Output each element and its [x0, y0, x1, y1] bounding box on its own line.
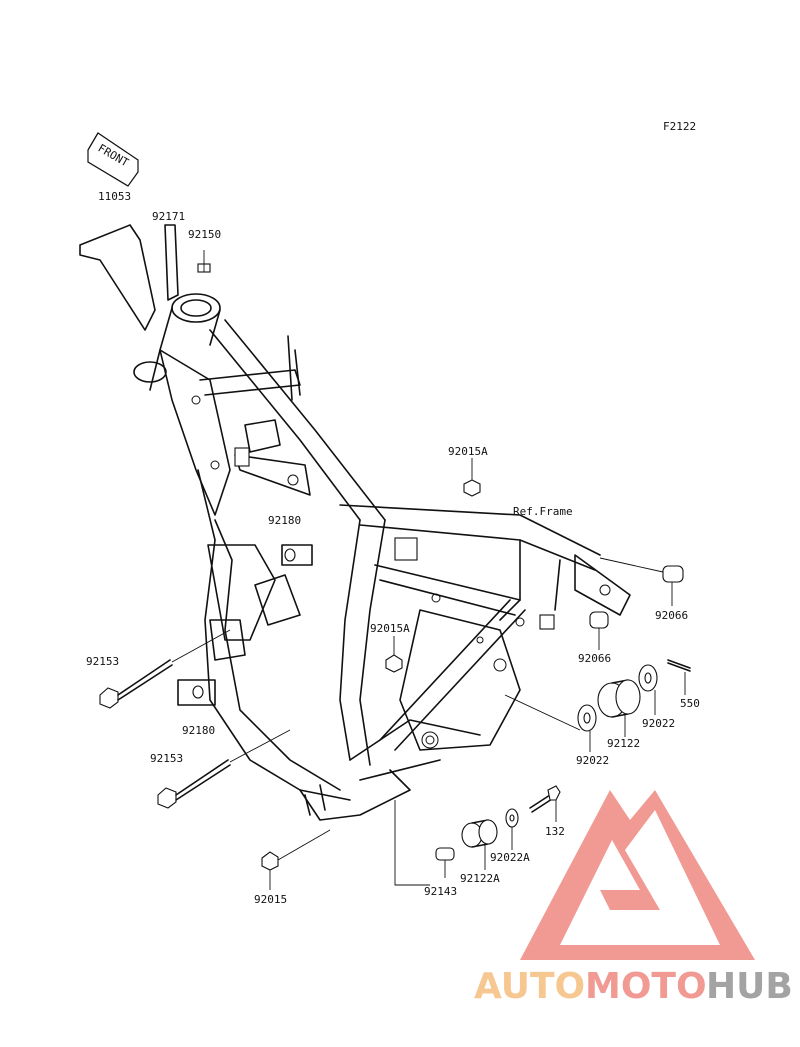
label-92015: 92015 [254, 893, 287, 906]
label-92150: 92150 [188, 228, 221, 241]
label-92066-b: 92066 [578, 652, 611, 665]
front-arrow-icon: FRONT [87, 132, 139, 187]
washer-92022-right [638, 664, 658, 715]
bracket-11053 [79, 224, 156, 331]
label-92015A-top: 92015A [448, 445, 488, 458]
ref-frame-label: Ref.Frame [513, 505, 573, 518]
label-92015A-mid: 92015A [370, 622, 410, 635]
washer-92022A [505, 808, 519, 850]
label-92180-top: 92180 [268, 514, 301, 527]
label-92180-bot: 92180 [182, 724, 215, 737]
bolt-132 [529, 785, 561, 822]
washer-92022-left [504, 694, 597, 752]
nut-92015A-top [463, 458, 481, 497]
collar-92122 [597, 679, 641, 737]
nut-92015 [261, 829, 331, 890]
plate-92180-bot [177, 679, 216, 706]
label-11053: 11053 [98, 190, 131, 203]
bolt-92153-top [99, 629, 231, 709]
strap-92171 [164, 224, 179, 301]
label-92171: 92171 [152, 210, 185, 223]
label-92122A: 92122A [460, 872, 500, 885]
watermark-auto: AUTO [474, 966, 585, 1007]
label-92153-top: 92153 [86, 655, 119, 668]
figure-code: F2122 [663, 120, 696, 133]
label-132: 132 [545, 825, 565, 838]
collar-92122A [461, 819, 498, 870]
label-92153-bot: 92153 [150, 752, 183, 765]
label-92022-right: 92022 [642, 717, 675, 730]
watermark-logo: AUTO MOTO HUB [474, 790, 793, 1007]
watermark-moto: MOTO [585, 966, 707, 1007]
label-92122: 92122 [607, 737, 640, 750]
logo-triangle-icon [520, 790, 755, 960]
cap-92066-a [599, 557, 684, 606]
watermark-hub: HUB [706, 966, 793, 1007]
label-92022A: 92022A [490, 851, 530, 864]
motorcycle-frame [133, 293, 631, 821]
bolt-92153-bot [157, 729, 291, 809]
label-92022-left: 92022 [576, 754, 609, 767]
collar-92143 [394, 800, 455, 886]
plate-92180-top [281, 544, 313, 566]
label-92066-a: 92066 [655, 609, 688, 622]
pin-550 [667, 659, 691, 695]
nut-92015A-mid [385, 636, 403, 673]
cap-92066-b [589, 611, 609, 650]
bolt-92150 [197, 250, 211, 273]
label-92143: 92143 [424, 885, 457, 898]
label-550: 550 [680, 697, 700, 710]
